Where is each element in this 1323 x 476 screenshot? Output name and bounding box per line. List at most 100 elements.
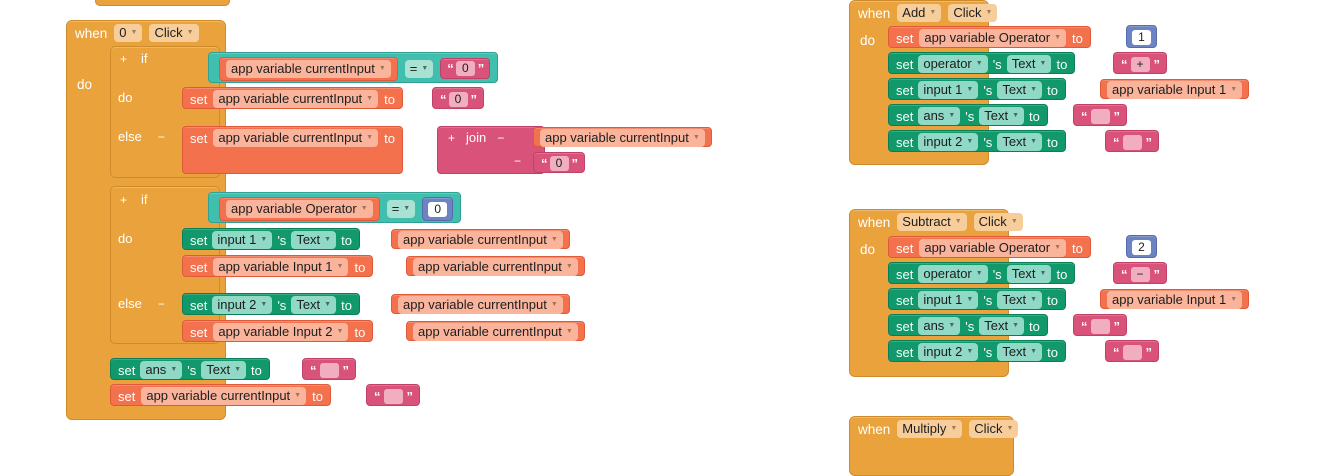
component-dropdown[interactable]: input 2 ▼: [918, 133, 979, 151]
mutator-plus-icon[interactable]: +: [120, 51, 128, 66]
number-block-two[interactable]: 2: [1126, 235, 1157, 258]
event-action-dropdown[interactable]: Click ▼: [149, 24, 199, 42]
mutator-minus-icon[interactable]: −: [157, 296, 165, 311]
variable-dropdown[interactable]: app variable currentInput ▼: [540, 129, 705, 147]
property-dropdown[interactable]: Text ▼: [997, 81, 1043, 99]
join-arg2-text-zero[interactable]: “ 0 ”: [533, 152, 585, 173]
set-input1-text-row-add[interactable]: set input 1 ▼ 's Text ▼ to: [888, 78, 1066, 100]
comparison-operator-dropdown[interactable]: = ▼: [404, 59, 434, 78]
mutator-minus-icon-2[interactable]: −: [514, 154, 522, 168]
text-field[interactable]: 0: [455, 61, 475, 76]
if2-header[interactable]: + if: [118, 192, 148, 207]
text-field[interactable]: [1090, 318, 1110, 334]
component-dropdown[interactable]: input 1 ▼: [918, 291, 979, 309]
text-block-empty-ans-left[interactable]: “ ”: [302, 358, 356, 380]
when-multiply-click-header[interactable]: when Multiply ▼ Click ▼: [850, 417, 1019, 441]
text-block-empty-input2-sub[interactable]: “ ”: [1105, 340, 1159, 362]
variable-dropdown[interactable]: app variable Operator ▼: [919, 239, 1067, 257]
variable-dropdown[interactable]: app variable currentInput ▼: [226, 59, 391, 78]
if1-else-header[interactable]: else −: [118, 129, 167, 144]
component-dropdown[interactable]: input 2 ▼: [212, 296, 273, 314]
text-field[interactable]: [319, 362, 339, 378]
property-dropdown[interactable]: Text ▼: [1006, 265, 1052, 283]
join-block[interactable]: + join − −: [437, 126, 545, 174]
component-dropdown[interactable]: ans ▼: [140, 361, 183, 379]
component-dropdown[interactable]: input 1 ▼: [212, 231, 273, 249]
when-add-click-header[interactable]: when Add ▼ Click ▼: [850, 1, 998, 25]
text-field[interactable]: [383, 388, 403, 404]
join-arg1-get-currentinput[interactable]: app variable currentInput ▼: [533, 127, 712, 147]
compare-equals-block-1[interactable]: app variable currentInput ▼ = ▼ “ 0 ”: [208, 52, 499, 83]
variable-dropdown[interactable]: app variable currentInput ▼: [213, 129, 379, 147]
get-variable-currentinput-1[interactable]: app variable currentInput ▼: [219, 56, 398, 81]
variable-dropdown[interactable]: app variable Operator ▼: [226, 199, 373, 218]
set-ans-text-row-left[interactable]: set ans ▼ 's Text ▼ to: [110, 358, 270, 380]
set-variable-operator-row-sub[interactable]: set app variable Operator ▼ to: [888, 236, 1091, 258]
text-field[interactable]: [1090, 108, 1110, 124]
text-block-empty-currentinput[interactable]: “ ”: [366, 384, 420, 406]
number-field[interactable]: 1: [1132, 30, 1151, 45]
when-subtract-click-header[interactable]: when Subtract ▼ Click ▼: [850, 210, 1023, 234]
set-variable-input2-row[interactable]: set app variable Input 2 ▼ to: [182, 320, 374, 342]
variable-dropdown[interactable]: app variable Input 1 ▼: [1107, 81, 1243, 99]
set-input2-text-row[interactable]: set input 2 ▼ 's Text ▼ to: [182, 293, 360, 315]
property-dropdown[interactable]: Text ▼: [997, 133, 1043, 151]
set-variable-currentinput-to-join[interactable]: set app variable currentInput ▼ to: [182, 126, 403, 174]
event-action-dropdown[interactable]: Click ▼: [969, 420, 1019, 438]
event-component-dropdown[interactable]: Multiply ▼: [897, 420, 963, 438]
comparison-operator-dropdown[interactable]: = ▼: [386, 199, 416, 218]
component-dropdown[interactable]: operator ▼: [918, 55, 988, 73]
variable-dropdown[interactable]: app variable Operator ▼: [919, 29, 1067, 47]
compare-equals-block-2[interactable]: app variable Operator ▼ = ▼ 0: [208, 192, 462, 223]
set-ans-text-row-add[interactable]: set ans ▼ 's Text ▼ to: [888, 104, 1048, 126]
number-field[interactable]: 2: [1132, 240, 1151, 255]
when-multiply-click-block[interactable]: when Multiply ▼ Click ▼: [849, 416, 1019, 476]
set-variable-currentinput-empty[interactable]: set app variable currentInput ▼ to: [110, 384, 331, 406]
text-field[interactable]: 0: [448, 91, 468, 107]
mutator-minus-icon[interactable]: −: [497, 130, 505, 145]
component-dropdown[interactable]: ans ▼: [918, 107, 961, 125]
property-dropdown[interactable]: Text ▼: [979, 317, 1025, 335]
get-variable-input1-add[interactable]: app variable Input 1 ▼: [1100, 79, 1250, 99]
text-field[interactable]: +: [1130, 56, 1150, 72]
set-variable-input1-row[interactable]: set app variable Input 1 ▼ to: [182, 255, 374, 277]
text-field[interactable]: [1122, 134, 1142, 150]
set-operator-text-row-sub[interactable]: set operator ▼ 's Text ▼ to: [888, 262, 1076, 284]
get-currentinput-for-input1[interactable]: app variable currentInput ▼: [391, 229, 570, 249]
get-variable-operator[interactable]: app variable Operator ▼: [219, 196, 380, 221]
number-block-one[interactable]: 1: [1126, 25, 1157, 48]
variable-dropdown[interactable]: app variable Input 1 ▼: [213, 258, 349, 276]
mutator-minus-icon[interactable]: −: [157, 129, 165, 144]
variable-dropdown[interactable]: app variable Input 2 ▼: [213, 323, 349, 341]
set-operator-text-row-add[interactable]: set operator ▼ 's Text ▼ to: [888, 52, 1076, 74]
get-variable-input1-sub[interactable]: app variable Input 1 ▼: [1100, 289, 1250, 309]
property-dropdown[interactable]: Text ▼: [997, 291, 1043, 309]
text-block-plus[interactable]: “ + ”: [1113, 52, 1167, 74]
set-input2-text-row-sub[interactable]: set input 2 ▼ 's Text ▼ to: [888, 340, 1066, 362]
get-currentinput-for-input2[interactable]: app variable currentInput ▼: [391, 294, 570, 314]
clipped-block-top[interactable]: [95, 0, 230, 6]
variable-dropdown[interactable]: app variable currentInput ▼: [398, 296, 563, 314]
event-component-dropdown[interactable]: Subtract ▼: [897, 213, 967, 231]
property-dropdown[interactable]: Text ▼: [1006, 55, 1052, 73]
number-block-zero[interactable]: 0: [422, 196, 454, 221]
text-block-zero-2[interactable]: “ 0 ”: [432, 87, 484, 109]
variable-dropdown[interactable]: app variable currentInput ▼: [141, 387, 307, 405]
text-block-empty-ans-add[interactable]: “ ”: [1073, 104, 1127, 126]
text-block-minus[interactable]: “ − ”: [1113, 262, 1167, 284]
component-dropdown[interactable]: input 1 ▼: [918, 81, 979, 99]
set-input2-text-row-add[interactable]: set input 2 ▼ 's Text ▼ to: [888, 130, 1066, 152]
set-ans-text-row-sub[interactable]: set ans ▼ 's Text ▼ to: [888, 314, 1048, 336]
property-dropdown[interactable]: Text ▼: [997, 343, 1043, 361]
property-dropdown[interactable]: Text ▼: [979, 107, 1025, 125]
mutator-plus-icon[interactable]: +: [120, 192, 128, 207]
get-currentinput-for-var-input2[interactable]: app variable currentInput ▼: [406, 321, 585, 341]
event-action-dropdown[interactable]: Click ▼: [973, 213, 1023, 231]
variable-dropdown[interactable]: app variable currentInput ▼: [213, 90, 379, 108]
mutator-plus-icon[interactable]: +: [448, 130, 456, 145]
text-block-zero-1[interactable]: “ 0 ”: [440, 58, 491, 79]
set-input1-text-row[interactable]: set input 1 ▼ 's Text ▼ to: [182, 228, 360, 250]
if2-else-header[interactable]: else −: [118, 296, 167, 311]
property-dropdown[interactable]: Text ▼: [291, 231, 337, 249]
set-variable-operator-row-add[interactable]: set app variable Operator ▼ to: [888, 26, 1091, 48]
